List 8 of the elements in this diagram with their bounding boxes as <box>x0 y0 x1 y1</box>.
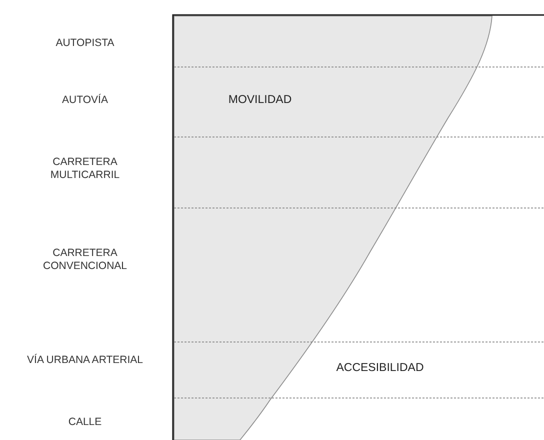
road-type-label: AUTOVÍA <box>61 94 109 107</box>
road-type-label: CARRETERA CONVENCIONAL <box>42 247 128 273</box>
road-type-label: VÍA URBANA ARTERIAL <box>26 354 144 367</box>
road-type-label: AUTOPISTA <box>54 37 116 50</box>
road-type-label: CALLE <box>67 416 103 429</box>
road-type-label: CARRETERA MULTICARRIL <box>49 156 121 182</box>
area-label: MOVILIDAD <box>227 94 293 107</box>
area-label: ACCESIBILIDAD <box>335 362 425 375</box>
